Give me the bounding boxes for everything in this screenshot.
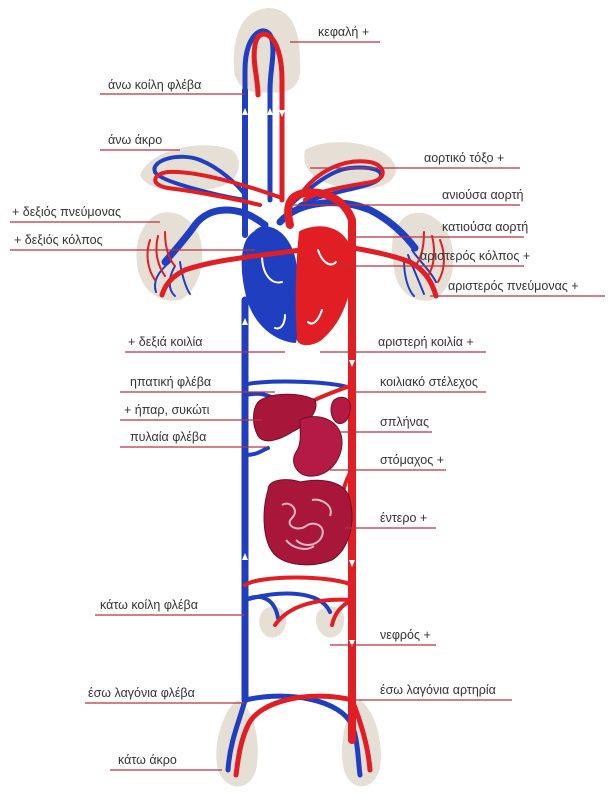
label-left-atrium: αριστερός κόλπος + bbox=[420, 249, 530, 263]
left-heart bbox=[297, 227, 352, 344]
label-lower-limb: κάτω άκρο bbox=[118, 753, 177, 767]
label-celiac-trunk: κοιλιακό στέλεχος bbox=[380, 375, 478, 389]
label-descending-aorta: κατιούσα αορτή bbox=[442, 220, 528, 234]
label-right-lung: + δεξιός πνεύμονας bbox=[12, 205, 121, 219]
label-right-ventricle: + δεξιά κοιλία bbox=[128, 335, 202, 349]
label-right-atrium: + δεξιός κόλπος bbox=[14, 233, 103, 247]
label-lower-vena-cava: κάτω κοίλη φλέβα bbox=[100, 598, 198, 612]
intestine-organ bbox=[264, 480, 352, 565]
label-kidney: νεφρός + bbox=[380, 628, 431, 642]
kidney-right-tissue bbox=[259, 607, 286, 638]
spleen-organ bbox=[331, 397, 350, 423]
label-hepatic-vein: ηπατική φλέβα bbox=[130, 375, 211, 389]
label-aortic-arch: αορτικό τόξο + bbox=[424, 151, 504, 165]
abdominal-vein-loop bbox=[245, 382, 350, 388]
label-upper-limb: άνω άκρο bbox=[108, 133, 162, 147]
organs bbox=[254, 394, 352, 565]
label-portal-vein: πυλαία φλέβα bbox=[130, 430, 206, 444]
label-spleen: σπλήνας bbox=[380, 415, 429, 429]
label-intestine: έντερο + bbox=[380, 511, 427, 525]
lower-loop-artery bbox=[245, 578, 352, 586]
stomach-organ bbox=[294, 417, 342, 477]
label-left-ventricle: αριστερή κοιλία + bbox=[378, 335, 474, 349]
right-heart bbox=[243, 227, 298, 342]
label-iliac-vein: έσω λαγόνια φλέβα bbox=[88, 686, 195, 700]
label-stomach: στόμαχος + bbox=[380, 453, 444, 467]
label-left-lung: αριστερός πνεύμονας + bbox=[448, 279, 579, 293]
label-head: κεφαλή + bbox=[318, 25, 369, 39]
label-iliac-artery: έσω λαγόνια αρτηρία bbox=[380, 683, 496, 697]
label-upper-vena-cava: άνω κοίλη φλέβα bbox=[108, 78, 201, 92]
label-liver: + ήπαρ, συκώτι bbox=[124, 403, 209, 417]
label-ascending-aorta: ανιούσα αορτή bbox=[442, 188, 523, 202]
